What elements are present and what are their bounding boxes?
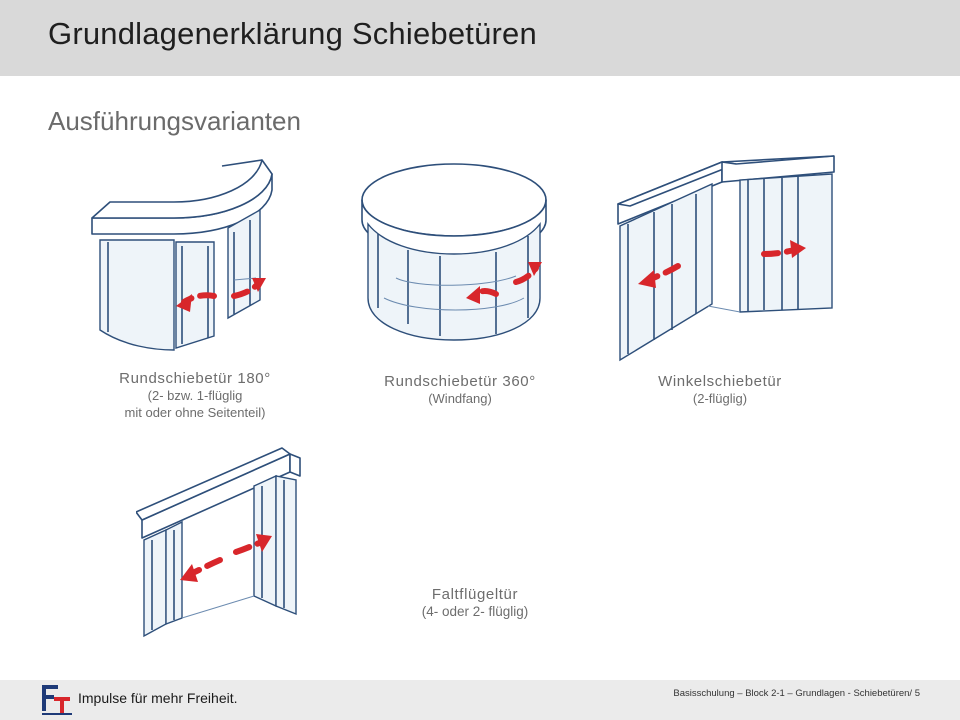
round-sliding-door-360-illustration	[361, 163, 547, 341]
caption-detail: (2- bzw. 1-flüglig	[147, 388, 243, 403]
folding-door-illustration	[136, 447, 301, 638]
caption-round-180: Rundschiebetür 180° (2- bzw. 1-flüglig m…	[90, 370, 300, 421]
caption-angle: Winkelschiebetür (2-flüglig)	[615, 373, 825, 407]
title-bar: Grundlagenerklärung Schiebetüren	[0, 0, 960, 76]
caption-title: Winkelschiebetür	[658, 373, 782, 390]
caption-detail: (Windfang)	[428, 391, 492, 406]
caption-title: Rundschiebetür 360°	[384, 373, 536, 390]
angle-sliding-door-illustration	[617, 155, 835, 362]
caption-title: Rundschiebetür 180°	[119, 370, 271, 387]
caption-round-360: Rundschiebetür 360° (Windfang)	[355, 373, 565, 407]
caption-folding: Faltflügeltür (4- oder 2- flüglig)	[370, 586, 580, 620]
round-sliding-door-180-illustration	[91, 159, 273, 351]
footer-slogan: Impulse für mehr Freiheit.	[78, 690, 238, 706]
caption-detail: mit oder ohne Seitenteil)	[124, 405, 266, 420]
footer-bar	[0, 680, 960, 720]
footer-reference: Basisschulung – Block 2-1 – Grundlagen -…	[673, 688, 920, 699]
caption-detail: (2-flüglig)	[692, 391, 748, 406]
caption-detail: (4- oder 2- flüglig)	[421, 604, 529, 619]
caption-title: Faltflügeltür	[431, 586, 519, 603]
page-title: Grundlagenerklärung Schiebetüren	[48, 16, 537, 51]
company-logo-icon	[42, 685, 72, 715]
section-subtitle: Ausführungsvarianten	[48, 106, 301, 136]
